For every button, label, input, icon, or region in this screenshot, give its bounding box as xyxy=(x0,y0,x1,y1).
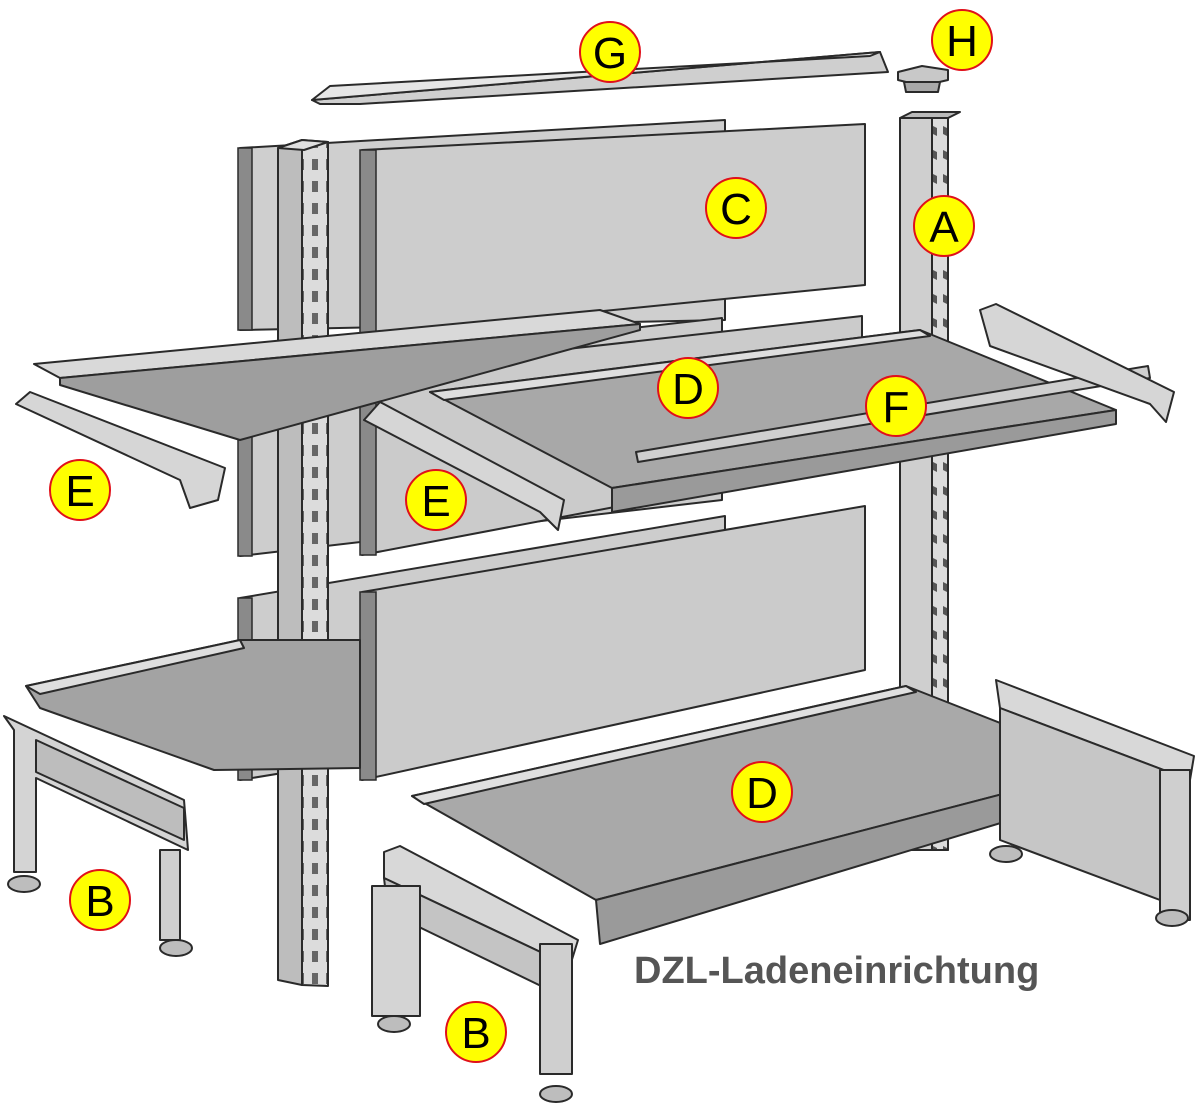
base-right xyxy=(989,679,1195,927)
marker-shelf-top: D xyxy=(657,357,719,419)
label-d-bottom: D xyxy=(746,769,778,818)
bracket-left xyxy=(15,391,226,509)
label-g: G xyxy=(593,29,627,78)
marker-bracket-left: E xyxy=(49,459,111,521)
marker-back-panel: C xyxy=(705,177,767,239)
marker-upright: A xyxy=(913,195,975,257)
label-b-left: B xyxy=(85,877,114,926)
label-d-top: D xyxy=(672,365,704,414)
marker-price-rail: F xyxy=(865,375,927,437)
label-f: F xyxy=(883,383,910,432)
marker-base-right: B xyxy=(445,1001,507,1063)
base-front xyxy=(371,845,579,1103)
label-b-right: B xyxy=(461,1009,490,1058)
marker-bracket-center: E xyxy=(405,469,467,531)
caption: DZL-Ladeneinrichtung xyxy=(634,950,1039,992)
end-cap xyxy=(897,65,949,93)
bracket-center xyxy=(363,401,565,531)
shelf-left-lower xyxy=(25,639,361,771)
upright-right xyxy=(899,111,961,851)
marker-base-left: B xyxy=(69,869,131,931)
bracket-right xyxy=(979,303,1175,423)
label-e-left: E xyxy=(65,467,94,516)
label-e-center: E xyxy=(421,477,450,526)
label-c: C xyxy=(720,185,752,234)
marker-end-cap: H xyxy=(931,9,993,71)
marker-top-cover: G xyxy=(579,21,641,83)
upright-left xyxy=(277,139,329,987)
label-a: A xyxy=(929,203,959,252)
back-panel-top-front xyxy=(361,123,866,336)
marker-shelf-bottom: D xyxy=(731,761,793,823)
label-h: H xyxy=(946,17,978,66)
shelf-left-upper xyxy=(33,309,641,441)
base-left xyxy=(3,715,193,957)
